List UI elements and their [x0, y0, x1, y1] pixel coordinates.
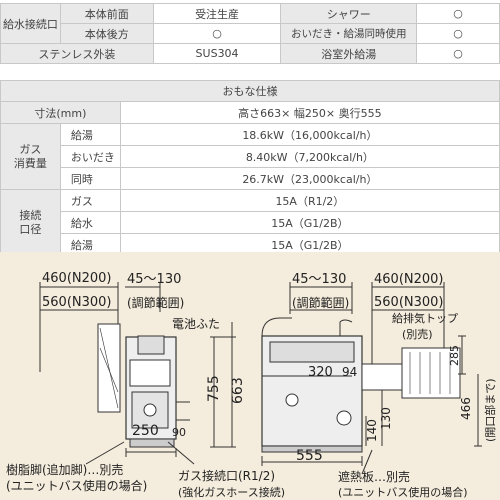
left-dim-90: 90 [172, 426, 186, 439]
gas-reheat-label: おいだき [59, 145, 121, 168]
gas-supply-label: 給湯 [59, 123, 121, 146]
shower-label: シャワー [280, 3, 418, 24]
gas-consumption-label-line2: 消費量 [13, 156, 47, 170]
shower-mark: ○ [416, 3, 500, 24]
right-dim-466: 466 [459, 397, 473, 420]
resin-leg-label: 樹脂脚(追加脚)…別売 [6, 462, 123, 477]
connection-diameter-label: 接続 口径 [0, 189, 61, 256]
gas-consumption-label: ガス 消費量 [0, 123, 61, 190]
exhaust-top-note: (別売) [402, 328, 433, 341]
reheat-simultaneous-mark: ○ [416, 23, 500, 44]
left-dim-560: 560(N300) [42, 295, 112, 310]
heat-shield-note: (ユニットバス使用の場合) [338, 485, 468, 499]
gas-reheat-value: 8.40kW（7,200kcal/h） [119, 145, 500, 168]
conn-gas-label: ガス [59, 189, 121, 212]
right-dim-555: 555 [296, 448, 323, 464]
left-dim-663: 663 [230, 377, 246, 404]
conn-water-label: 給水 [59, 211, 121, 234]
dimension-diagram: 460(N200) 560(N300) 45～130 (調節範囲) 電池ふた 7… [0, 252, 500, 500]
gas-simultaneous-label: 同時 [59, 167, 121, 190]
water-inlet-group-label: 給水接続口 [0, 3, 61, 44]
right-dim-140: 140 [365, 419, 379, 442]
spec-header: おもな仕様 [0, 80, 500, 102]
connection-options-table: 給水接続口 本体前面 受注生産 シャワー ○ 本体後方 ○ おいだき・給湯同時使… [0, 3, 500, 64]
right-dim-320: 320 [308, 365, 333, 380]
connection-diameter-label-line1: 接続 [19, 208, 42, 222]
left-adjust-range: (調節範囲) [127, 295, 184, 310]
right-adjust-range: (調節範囲) [292, 295, 349, 310]
right-dim-94: 94 [342, 365, 357, 379]
left-dim-250: 250 [132, 423, 159, 439]
right-dim-45-130: 45～130 [292, 272, 346, 287]
dimension-drawing: 460(N200) 560(N300) 45～130 (調節範囲) 電池ふた 7… [6, 271, 497, 499]
left-dim-45-130: 45～130 [127, 272, 181, 287]
gas-simultaneous-value: 26.7kW（23,000kcal/h） [119, 167, 500, 190]
left-side-view [39, 282, 236, 465]
heat-shield-label: 遮熱板…別売 [338, 469, 410, 484]
exhaust-top-label: 給排気トップ [392, 311, 458, 325]
left-dim-460: 460(N200) [42, 271, 112, 286]
right-front-view [261, 282, 482, 475]
opening-note: (開口部まで) [483, 378, 497, 442]
battery-cover-label: 電池ふた [172, 317, 220, 331]
right-dim-460: 460(N200) [374, 272, 444, 287]
front-body-label: 本体前面 [59, 3, 154, 24]
gas-consumption-label-line1: ガス [19, 142, 42, 156]
size-label: 寸法(mm) [0, 101, 121, 124]
reheat-simultaneous-label: おいだき・給湯同時使用 [280, 23, 418, 44]
spec-table: おもな仕様 寸法(mm) 高さ663× 幅250× 奥行555 ガス 消費量 給… [0, 80, 500, 256]
stainless-exterior-value: SUS304 [152, 43, 282, 64]
connection-diameter-label-line2: 口径 [19, 222, 42, 236]
gas-port-note: (強化ガスホース接続) [178, 485, 285, 499]
rear-body-value: ○ [152, 23, 282, 44]
right-dim-130: 130 [379, 407, 393, 430]
stainless-exterior-label: ステンレス外装 [0, 43, 154, 64]
rear-body-label: 本体後方 [59, 23, 154, 44]
resin-leg-note: (ユニットバス使用の場合) [6, 478, 147, 493]
outside-bath-supply-label: 浴室外給湯 [280, 43, 418, 64]
size-value: 高さ663× 幅250× 奥行555 [119, 101, 500, 124]
gas-supply-value: 18.6kW（16,000kcal/h） [119, 123, 500, 146]
right-dim-560: 560(N300) [374, 295, 444, 310]
left-dim-755: 755 [206, 375, 222, 402]
front-body-value: 受注生産 [152, 3, 282, 24]
right-dim-285: 285 [448, 345, 461, 366]
gas-port-label: ガス接続口(R1/2) [178, 468, 275, 483]
conn-gas-value: 15A（R1/2） [119, 189, 500, 212]
outside-bath-supply-mark: ○ [416, 43, 500, 64]
conn-water-value: 15A（G1/2B） [119, 211, 500, 234]
